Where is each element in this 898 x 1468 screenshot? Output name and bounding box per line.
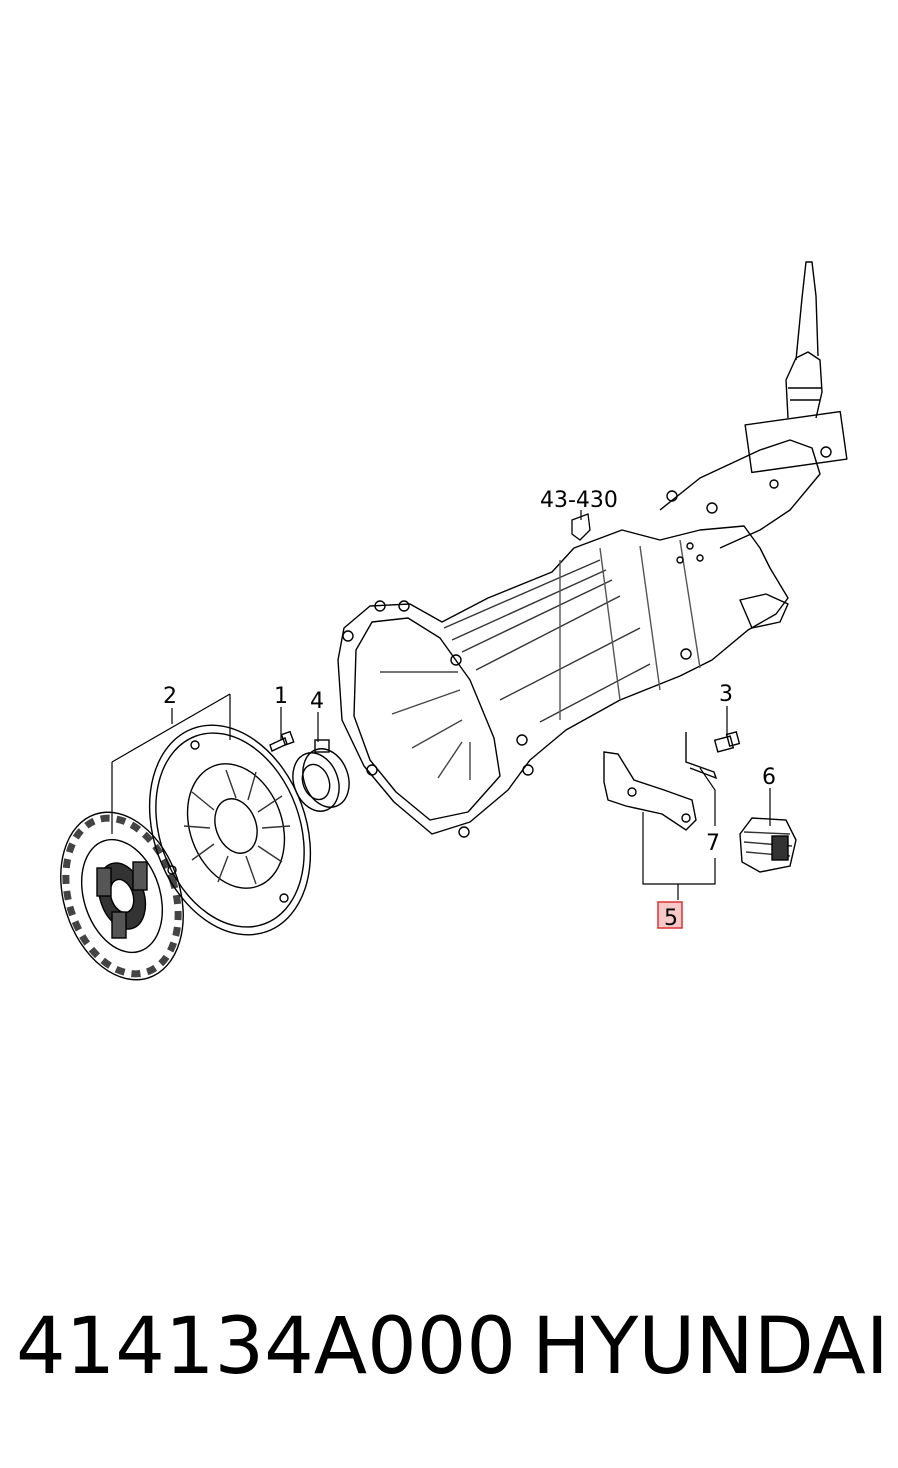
callout-item-4[interactable]: 4 bbox=[310, 689, 324, 714]
part-number-label: 414134A000 bbox=[16, 1302, 516, 1392]
clutch-disc bbox=[60, 811, 184, 981]
callout-item-1[interactable]: 1 bbox=[274, 684, 288, 709]
pressure-plate bbox=[148, 724, 312, 936]
callout-item-6[interactable]: 6 bbox=[762, 765, 776, 790]
release-fork bbox=[603, 732, 718, 831]
callout-item-5[interactable]: 5 bbox=[664, 906, 678, 931]
sensor-plug bbox=[713, 731, 741, 753]
callout-item-3[interactable]: 3 bbox=[719, 682, 733, 707]
highlight-box bbox=[657, 901, 683, 929]
dust-boot bbox=[739, 817, 797, 873]
bolt bbox=[269, 730, 295, 752]
callout-item-7[interactable]: 7 bbox=[706, 831, 720, 856]
brand-label: HYUNDAI bbox=[532, 1302, 889, 1392]
leader-lines bbox=[111, 510, 771, 900]
ref-section-marker bbox=[571, 513, 591, 541]
transmission-housing bbox=[337, 261, 848, 838]
callout-item-2[interactable]: 2 bbox=[163, 684, 177, 709]
release-bearing bbox=[292, 739, 350, 812]
callout-ref-section[interactable]: 43-430 bbox=[540, 488, 618, 513]
